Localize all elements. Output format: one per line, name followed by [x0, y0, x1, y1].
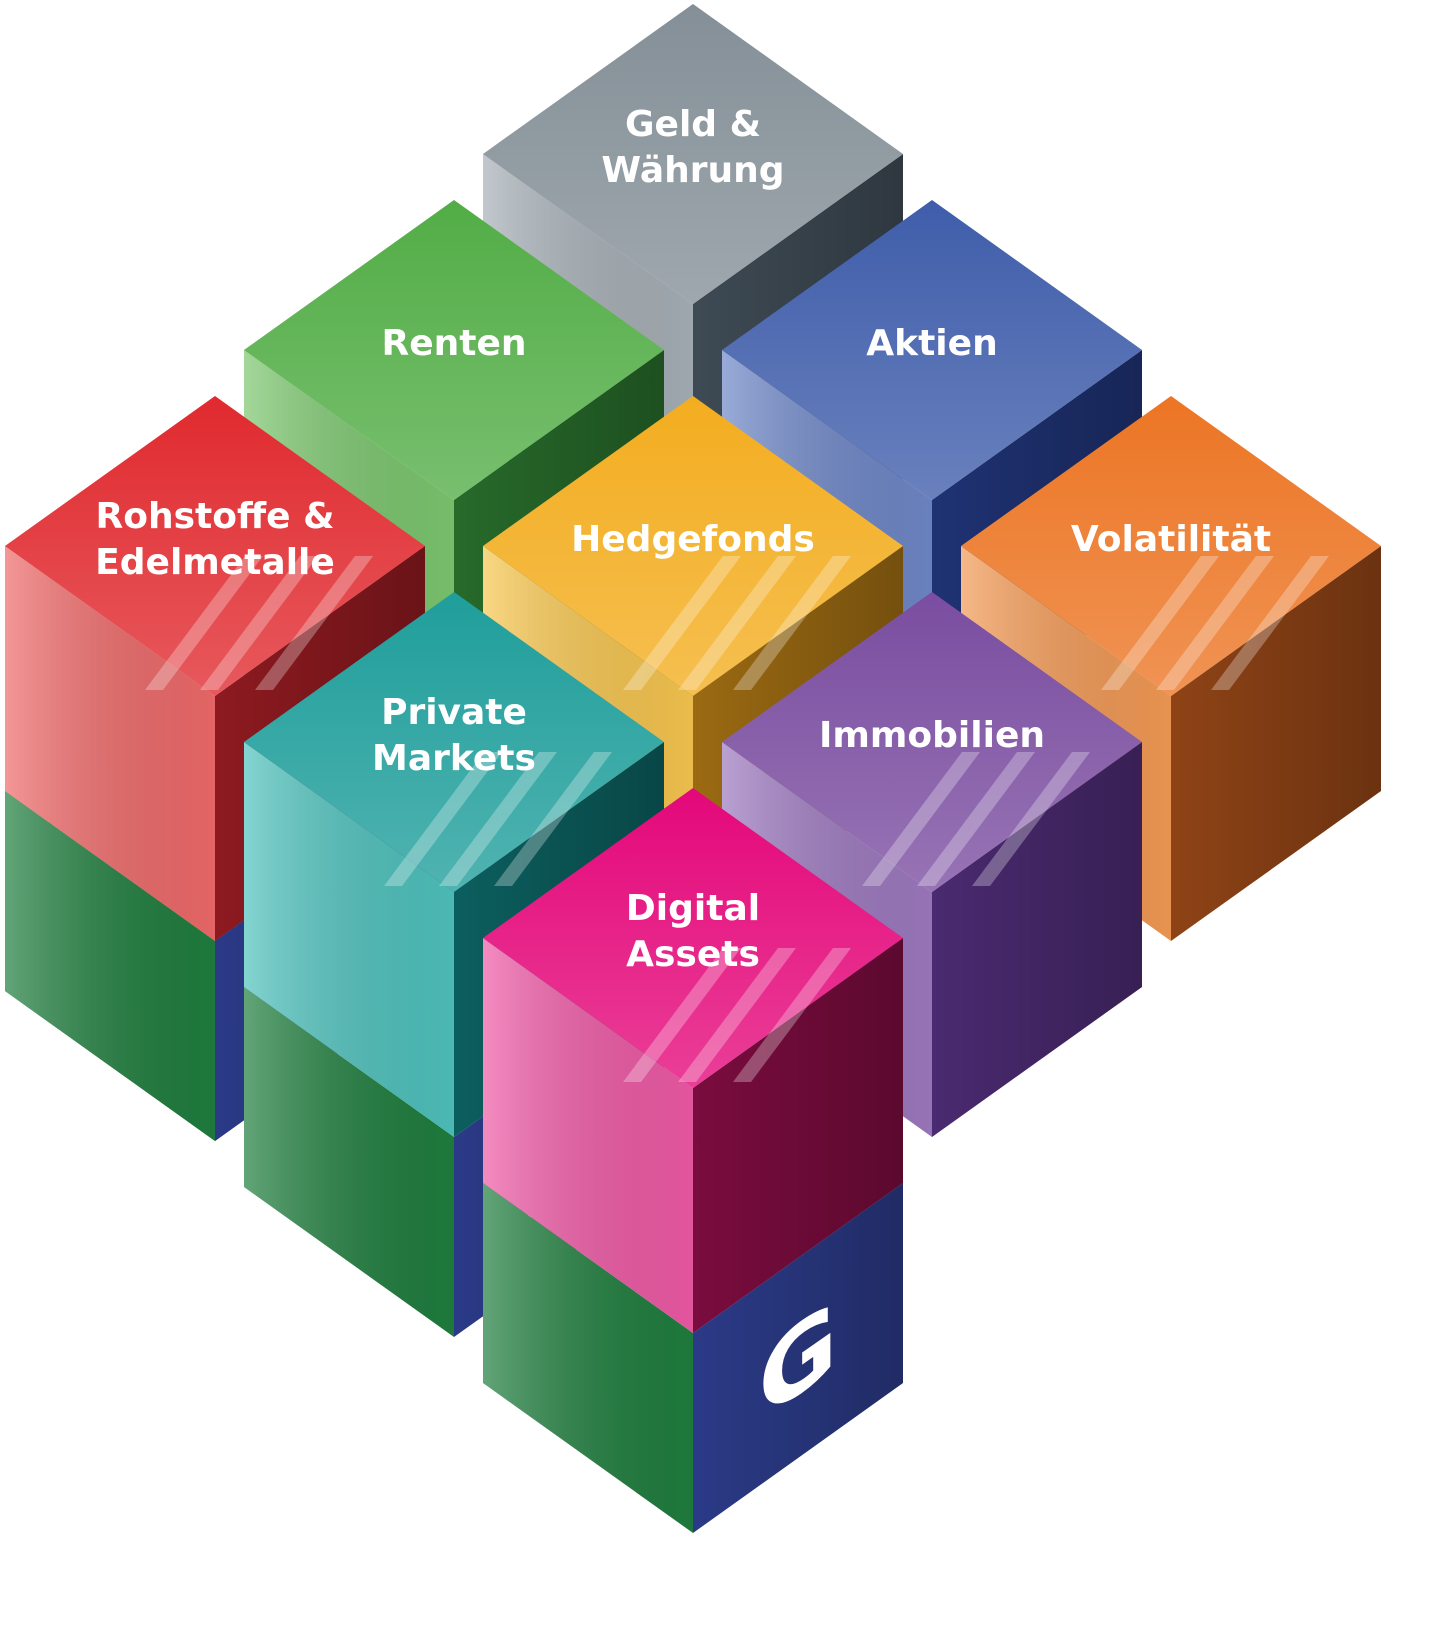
volatilitaet-label: Volatilität — [1071, 519, 1271, 560]
aktien-label: Aktien — [866, 323, 997, 364]
rohstoffe-edelmetalle-label: Rohstoffe & — [96, 496, 335, 537]
geld-waehrung-label: Währung — [601, 150, 784, 191]
private-markets-label: Markets — [372, 738, 536, 779]
rohstoffe-edelmetalle-label: Edelmetalle — [95, 542, 335, 583]
digital-assets-label: Assets — [626, 934, 760, 975]
immobilien-label: Immobilien — [819, 715, 1045, 756]
private-markets-label: Private — [381, 692, 527, 733]
renten-label: Renten — [381, 323, 526, 364]
hedgefonds-label: Hedgefonds — [571, 519, 815, 560]
digital-assets-label: Digital — [626, 888, 760, 929]
geld-waehrung-label: Geld & — [625, 104, 761, 145]
